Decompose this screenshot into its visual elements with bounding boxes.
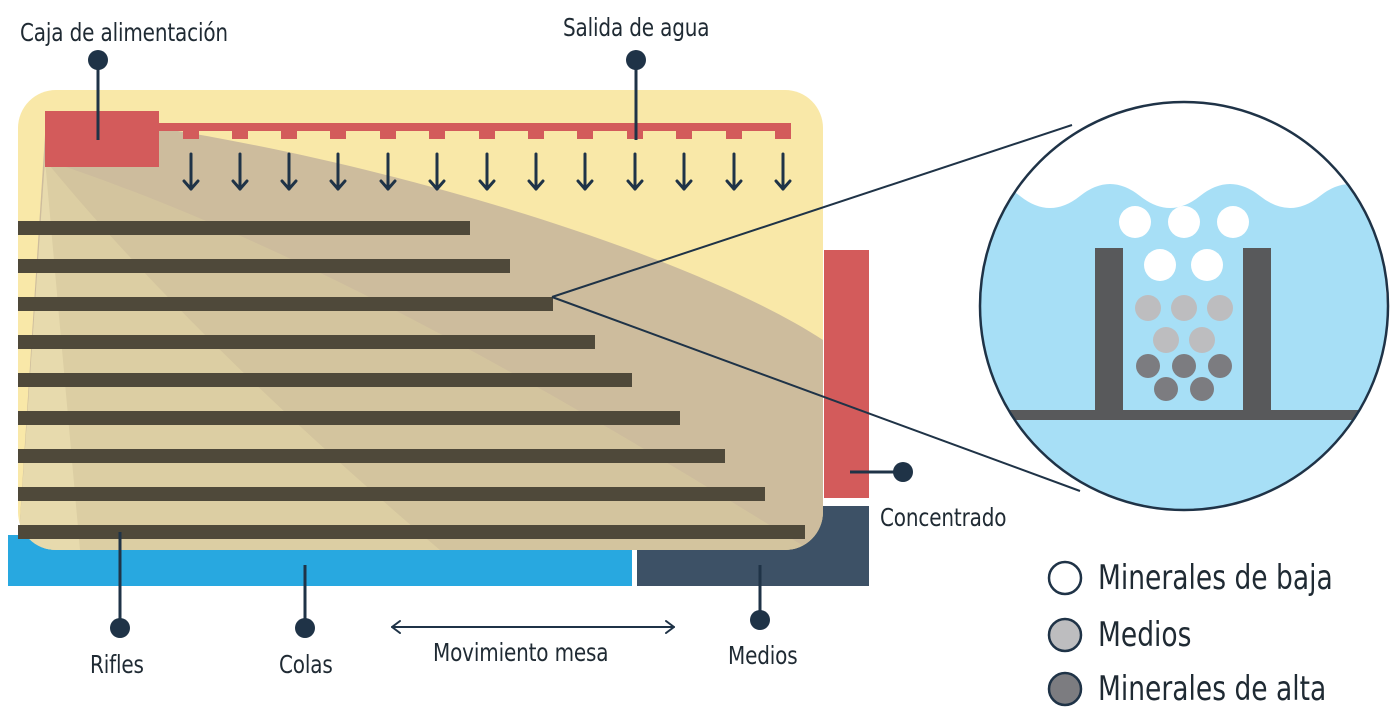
double-arrow-icon	[391, 620, 675, 634]
down-arrow-icon	[675, 152, 693, 191]
marker-dot	[626, 50, 646, 70]
riffle	[18, 297, 553, 311]
down-arrow-icon	[626, 152, 644, 191]
concentrate-chute	[824, 250, 869, 498]
riffle	[18, 221, 470, 235]
down-arrow-icon	[725, 152, 743, 191]
riffles	[18, 221, 805, 539]
water-pipe	[159, 123, 791, 139]
legend-item-high: Minerales de alta	[1098, 669, 1327, 709]
riffle	[18, 487, 765, 501]
down-arrow-icon	[231, 152, 249, 191]
feed-box-label: Caja de alimentación	[20, 18, 228, 47]
riffle	[18, 335, 595, 349]
down-arrow-icon	[774, 152, 792, 191]
marker-dot	[110, 618, 130, 638]
riffles-label: Rifles	[90, 650, 144, 679]
legend-item-mid: Medios	[1098, 615, 1192, 655]
marker-dot	[893, 462, 913, 482]
down-arrow-icon	[527, 152, 545, 191]
feed-box	[45, 111, 159, 167]
legend-item-low: Minerales de baja	[1098, 558, 1333, 598]
table-motion-label: Movimiento mesa	[433, 638, 609, 667]
marker-dot	[750, 610, 770, 630]
down-arrow-icon	[329, 152, 347, 191]
down-arrow-icon	[478, 152, 496, 191]
legend-swatch-mid	[1047, 617, 1083, 653]
marker-dot	[295, 618, 315, 638]
legend-swatch-low	[1047, 560, 1083, 596]
riffle	[18, 525, 805, 539]
riffle	[18, 411, 680, 425]
legend-swatches	[1047, 560, 1083, 707]
down-arrow-icon	[182, 152, 200, 191]
zoom-detail	[978, 100, 1390, 512]
riffle	[18, 373, 632, 387]
concentrate-label: Concentrado	[880, 503, 1007, 532]
riffle	[18, 259, 510, 273]
down-arrow-icon	[428, 152, 446, 191]
down-arrow-icon	[280, 152, 298, 191]
middlings-label: Medios	[728, 641, 798, 670]
riffle	[18, 449, 725, 463]
water-arrows	[182, 152, 792, 191]
markers	[88, 50, 913, 638]
zoom-lines	[551, 124, 1081, 492]
down-arrow-icon	[379, 152, 397, 191]
down-arrow-icon	[576, 152, 594, 191]
water-outlet-label: Salida de agua	[563, 13, 710, 42]
marker-dot	[88, 50, 108, 70]
tailings-label: Colas	[279, 650, 333, 679]
legend-swatch-high	[1047, 671, 1083, 707]
